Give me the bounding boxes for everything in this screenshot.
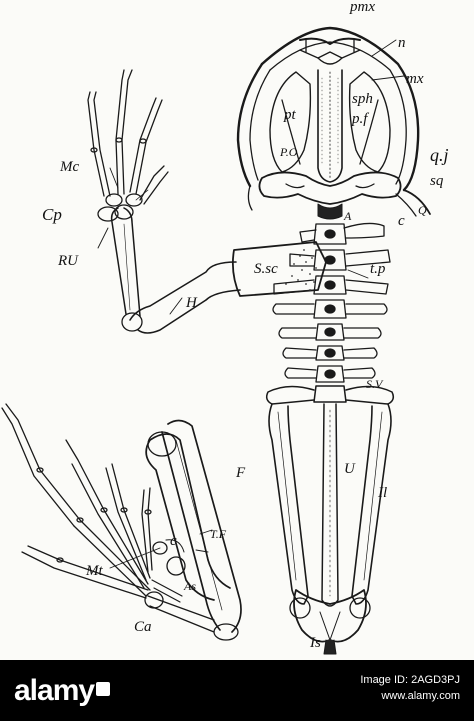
- label-mc: Mc: [60, 159, 80, 175]
- frog-skeleton-illustration: pmx n mx sph pt p.f P.O q.j sq Q c Mc Cp…: [0, 0, 474, 660]
- hind-limb: [1, 403, 242, 641]
- brand-name: alamy: [14, 674, 95, 707]
- pelvis: [268, 403, 392, 655]
- label-sq: sq: [430, 173, 444, 189]
- label-c-skull: c: [398, 213, 405, 229]
- label-ru: RU: [58, 253, 78, 269]
- label-f: F: [236, 465, 246, 481]
- label-pf: p.f: [352, 111, 368, 127]
- label-qj: q.j: [430, 145, 449, 165]
- label-sv: S.V: [366, 377, 383, 391]
- label-po: P.O: [280, 145, 298, 159]
- label-h: H: [186, 295, 197, 311]
- skeleton-drawing: [1, 26, 431, 655]
- label-c-ankle: c: [170, 533, 177, 549]
- label-n: n: [398, 35, 406, 51]
- label-a: A: [344, 209, 352, 223]
- label-u: U: [344, 461, 355, 477]
- label-as: As: [184, 579, 196, 593]
- brand-logo[interactable]: alamy: [14, 674, 111, 708]
- vertebral-column: [265, 222, 395, 405]
- brand-mark-icon: [96, 682, 111, 697]
- label-mt: Mt: [86, 563, 103, 579]
- label-tf: T.F: [210, 527, 227, 541]
- image-meta: Image ID: 2AGD3PJ www.alamy.com: [360, 672, 460, 704]
- label-pt: pt: [284, 107, 296, 123]
- label-ssc: S.sc: [254, 261, 278, 277]
- image-id: Image ID: 2AGD3PJ: [360, 674, 460, 686]
- footer-bar: alamy Image ID: 2AGD3PJ www.alamy.com: [0, 660, 474, 721]
- label-ca: Ca: [134, 619, 152, 635]
- label-q: Q: [418, 203, 427, 217]
- label-is: Is: [310, 635, 321, 651]
- site-url[interactable]: www.alamy.com: [381, 690, 460, 702]
- skull: [236, 26, 431, 220]
- label-il: Il: [378, 485, 388, 501]
- label-tp: t.p: [370, 261, 386, 277]
- label-sph: sph: [352, 91, 373, 107]
- leader-lines: [97, 39, 405, 569]
- label-mx: mx: [406, 71, 424, 87]
- suprascapula-and-forelimb: [87, 69, 327, 334]
- label-pmx: pmx: [350, 0, 375, 15]
- label-cp: Cp: [42, 205, 62, 224]
